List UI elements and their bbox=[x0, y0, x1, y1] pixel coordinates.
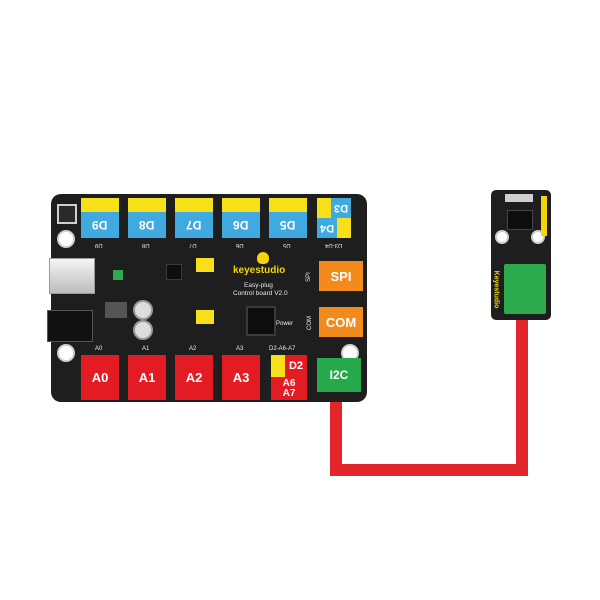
reset-button[interactable] bbox=[57, 204, 77, 224]
mount-hole bbox=[57, 230, 75, 248]
cable-horizontal bbox=[330, 464, 528, 476]
brand-name: keyestudio bbox=[233, 265, 286, 276]
mcu-chip bbox=[246, 306, 276, 336]
power-label: Power bbox=[276, 321, 294, 327]
silk-d8: D8 bbox=[142, 242, 150, 248]
pin-header bbox=[196, 310, 214, 324]
port-i2c-label: I2C bbox=[329, 368, 349, 382]
port-d2-label: D2 bbox=[285, 355, 307, 377]
port-d6[interactable]: D6 bbox=[222, 198, 260, 238]
silk-d9: D9 bbox=[95, 242, 103, 248]
brand-logo-icon bbox=[257, 252, 269, 264]
port-d3-label: D3 bbox=[333, 202, 349, 214]
module-brand: Keyestudio bbox=[492, 270, 500, 309]
port-d4-label: D4 bbox=[319, 222, 335, 234]
port-a3-label: A3 bbox=[232, 370, 250, 385]
port-d7[interactable]: D7 bbox=[175, 198, 213, 238]
silk-a2: A2 bbox=[189, 346, 197, 352]
silk-d2-a6-a7: D2-A6-A7 bbox=[269, 346, 296, 352]
module-pin-header bbox=[505, 194, 533, 202]
port-a3[interactable]: A3 bbox=[222, 355, 260, 400]
port-d9-label: D9 bbox=[92, 218, 108, 232]
port-a6-label: A6 bbox=[282, 377, 296, 389]
usb-chip bbox=[166, 264, 182, 280]
module-yellow-strip bbox=[541, 196, 547, 236]
module-mount-hole bbox=[495, 230, 509, 244]
silk-d7: D7 bbox=[189, 242, 197, 248]
silk-a0: A0 bbox=[95, 346, 103, 352]
silk-a1: A1 bbox=[142, 346, 150, 352]
mount-hole bbox=[57, 344, 75, 362]
silk-spi: SPI bbox=[305, 272, 312, 282]
port-d5-label: D5 bbox=[280, 218, 296, 232]
port-a1[interactable]: A1 bbox=[128, 355, 166, 400]
silk-d5: D5 bbox=[283, 242, 291, 248]
crystal bbox=[113, 270, 123, 280]
silk-a3: A3 bbox=[236, 346, 244, 352]
port-d8-label: D8 bbox=[139, 218, 155, 232]
regulator bbox=[105, 302, 127, 318]
cable-up bbox=[516, 310, 528, 476]
port-d2-a6-a7[interactable]: D2 A6 A7 bbox=[271, 355, 307, 400]
port-a0[interactable]: A0 bbox=[81, 355, 119, 400]
port-com[interactable]: COM bbox=[319, 307, 363, 337]
port-d5[interactable]: D5 bbox=[269, 198, 307, 238]
port-d9[interactable]: D9 bbox=[81, 198, 119, 238]
port-com-label: COM bbox=[325, 314, 357, 330]
port-a2[interactable]: A2 bbox=[175, 355, 213, 400]
capacitor bbox=[133, 300, 153, 320]
port-d8[interactable]: D8 bbox=[128, 198, 166, 238]
usb-port bbox=[49, 258, 95, 294]
board-model-line1: Easy-plug bbox=[244, 282, 273, 289]
silk-d3-d4: D3-D4 bbox=[325, 242, 343, 248]
port-a0-label: A0 bbox=[91, 370, 109, 385]
control-board: keyestudio Easy-plug Control board V2.0 … bbox=[47, 194, 367, 402]
port-a7-label: A7 bbox=[282, 387, 296, 399]
module-chip bbox=[507, 210, 533, 230]
cable-down bbox=[330, 396, 342, 476]
pin-header bbox=[196, 258, 214, 272]
capacitor bbox=[133, 320, 153, 340]
port-i2c[interactable]: I2C bbox=[317, 358, 361, 392]
port-a1-label: A1 bbox=[138, 370, 156, 385]
power-jack bbox=[47, 310, 93, 342]
module-connector[interactable] bbox=[504, 264, 546, 314]
port-spi[interactable]: SPI bbox=[319, 261, 363, 291]
silk-d6: D6 bbox=[236, 242, 244, 248]
silk-com: COM bbox=[307, 316, 313, 330]
port-a2-label: A2 bbox=[185, 370, 203, 385]
port-spi-label: SPI bbox=[330, 268, 352, 284]
board-model-line2: Control board V2.0 bbox=[233, 290, 288, 297]
port-d3-d4[interactable]: D3 D4 bbox=[317, 198, 351, 238]
port-d6-label: D6 bbox=[233, 218, 249, 232]
port-d7-label: D7 bbox=[186, 218, 202, 232]
